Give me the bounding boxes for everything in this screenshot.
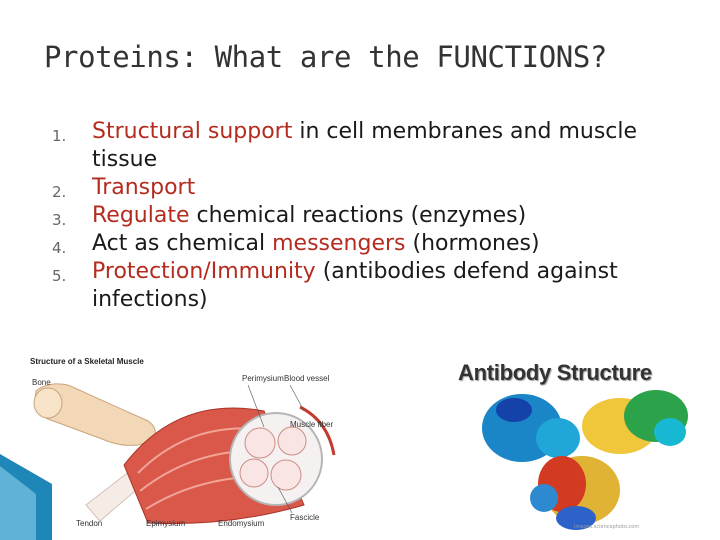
item-highlight: Protection/Immunity — [92, 259, 316, 284]
list-number: 2. — [52, 183, 67, 201]
slide-accent-shape — [0, 454, 52, 540]
item-text: in cell membranes and muscle tissue — [92, 119, 638, 172]
label-bone: Bone — [32, 378, 51, 387]
list-number: 5. — [52, 267, 67, 285]
accent-shape-light — [0, 466, 36, 540]
item-highlight: Transport — [92, 175, 196, 200]
leader-line — [289, 384, 305, 412]
antibody-figure-title: Antibody Structure — [458, 360, 652, 385]
leader-line — [277, 486, 293, 514]
item-highlight: messengers — [272, 231, 406, 256]
item-text: chemical reactions (enzymes) — [189, 203, 527, 228]
antibody-illustration — [482, 390, 688, 530]
list-number: 3. — [52, 211, 67, 229]
fascicle-bundle — [244, 427, 276, 459]
leader-line — [247, 384, 265, 428]
antibody-region — [654, 418, 686, 446]
antibody-region — [556, 506, 596, 530]
muscle-figure: Structure of a Skeletal Muscle Bone Peri… — [28, 355, 340, 531]
item-highlight: Structural support — [92, 119, 293, 144]
muscle-figure-title: Structure of a Skeletal Muscle — [30, 357, 144, 366]
item-highlight: Regulate — [92, 203, 190, 228]
label-endomysium: Endomysium — [218, 519, 265, 528]
antibody-region — [496, 398, 532, 422]
fascicle-bundle — [239, 458, 269, 488]
list-item: 5. Protection/Immunity (antibodies defen… — [52, 258, 662, 314]
fascicle-bundle — [277, 426, 307, 456]
slide-title: Proteins: What are the FUNCTIONS? — [44, 40, 607, 74]
antibody-image-credit: images.sciencephoto.com — [574, 524, 640, 530]
label-muscle-fiber: Muscle fiber — [290, 420, 333, 429]
list-item: 3. Regulate chemical reactions (enzymes) — [52, 202, 662, 230]
label-blood-vessel: Blood vessel — [284, 374, 330, 383]
item-text: (hormones) — [405, 231, 540, 256]
antibody-region — [530, 484, 558, 512]
label-tendon: Tendon — [76, 519, 102, 528]
list-item: 2. Transport — [52, 174, 662, 202]
blood-vessel-shape — [299, 405, 336, 456]
list-item: 4. Act as chemical messengers (hormones) — [52, 230, 662, 258]
label-epimysium: Epimysium — [146, 519, 185, 528]
label-fascicle: Fascicle — [290, 513, 320, 522]
fascicle-bundle — [270, 459, 302, 491]
function-list: 1. Structural support in cell membranes … — [52, 118, 662, 314]
label-perimysium: Perimysium — [242, 374, 284, 383]
list-number: 1. — [52, 127, 67, 145]
item-text: (antibodies defend against infections) — [92, 259, 618, 312]
list-number: 4. — [52, 239, 67, 257]
bone-end-shape — [33, 387, 63, 419]
muscle-illustration: Structure of a Skeletal Muscle Bone Peri… — [30, 357, 336, 528]
list-item: 1. Structural support in cell membranes … — [52, 118, 662, 174]
antibody-region — [536, 418, 580, 458]
item-lead: Act as chemical — [92, 231, 273, 256]
